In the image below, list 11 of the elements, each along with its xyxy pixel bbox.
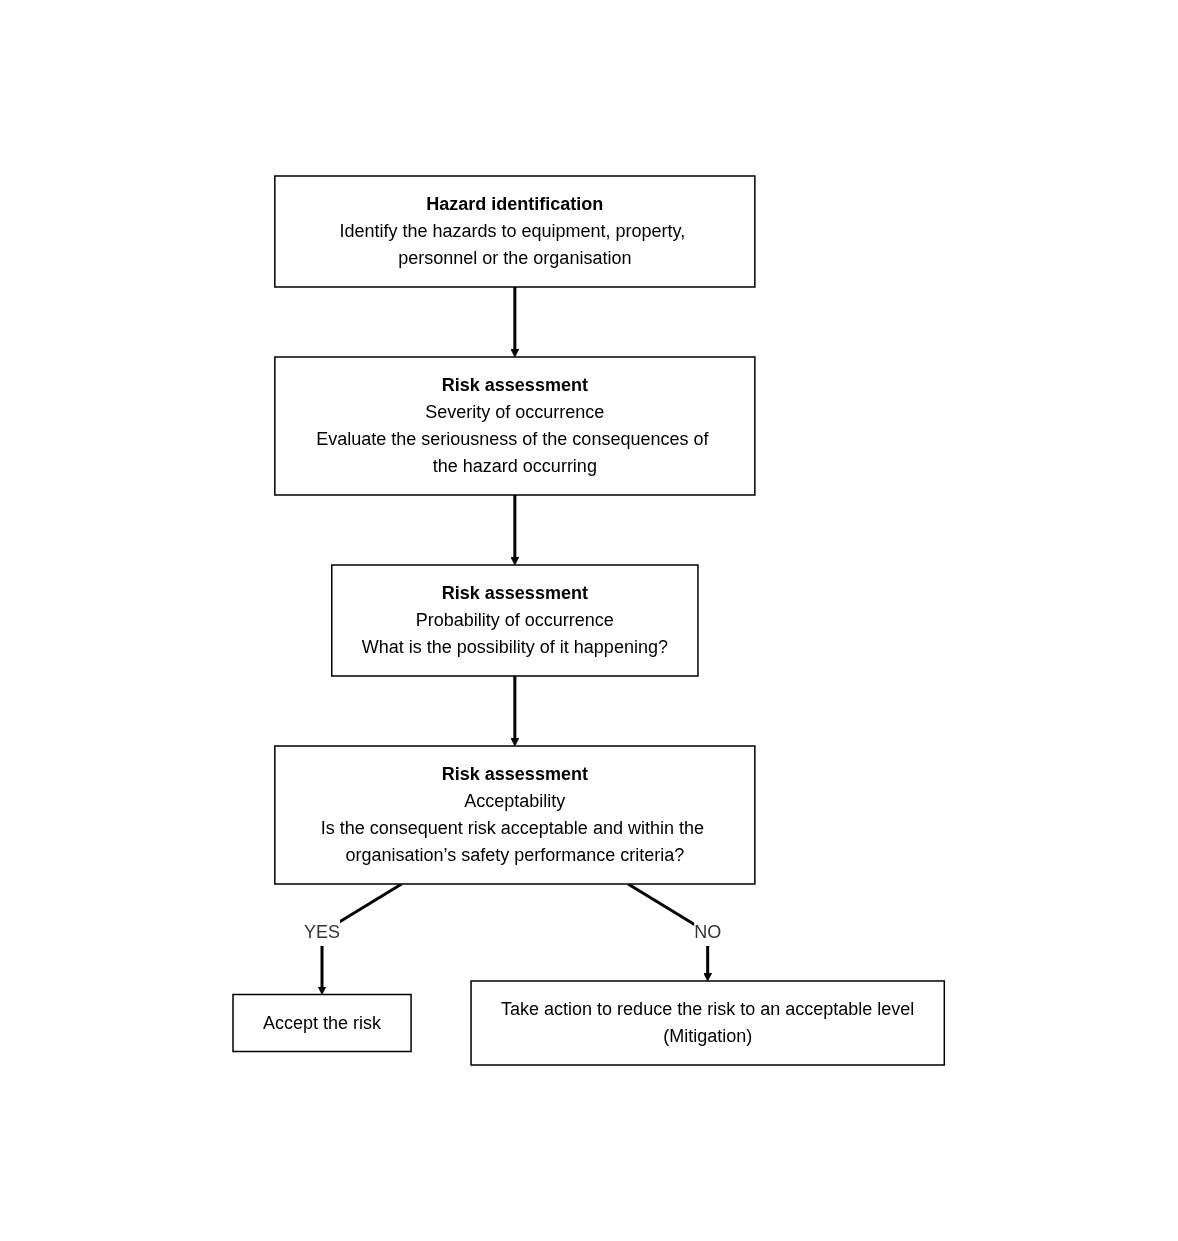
- edge-label: YES: [304, 922, 341, 942]
- node-box: Risk assessment Acceptability Is the consequent risk acceptable and within the organisation’s safety performance criteria?: [274, 745, 756, 885]
- arrow: [510, 495, 520, 566]
- arrow: [510, 287, 520, 358]
- node-box: Hazard identification Identify the hazards to equipment, property, personnel or the organisation: [274, 175, 756, 288]
- edge-label: NO: [694, 922, 722, 942]
- arrow: [510, 676, 520, 747]
- node-box: Risk assessment Severity of occurrence Evaluate the seriousness of the consequences of the hazard occurring: [274, 356, 756, 496]
- node-box: Risk assessment Probability of occurrence What is the possibility of it happening?: [331, 564, 700, 677]
- node-box: Accept the risk: [232, 993, 413, 1053]
- node-box: Take action to reduce the risk to an acceptable level (Mitigation): [470, 980, 946, 1066]
